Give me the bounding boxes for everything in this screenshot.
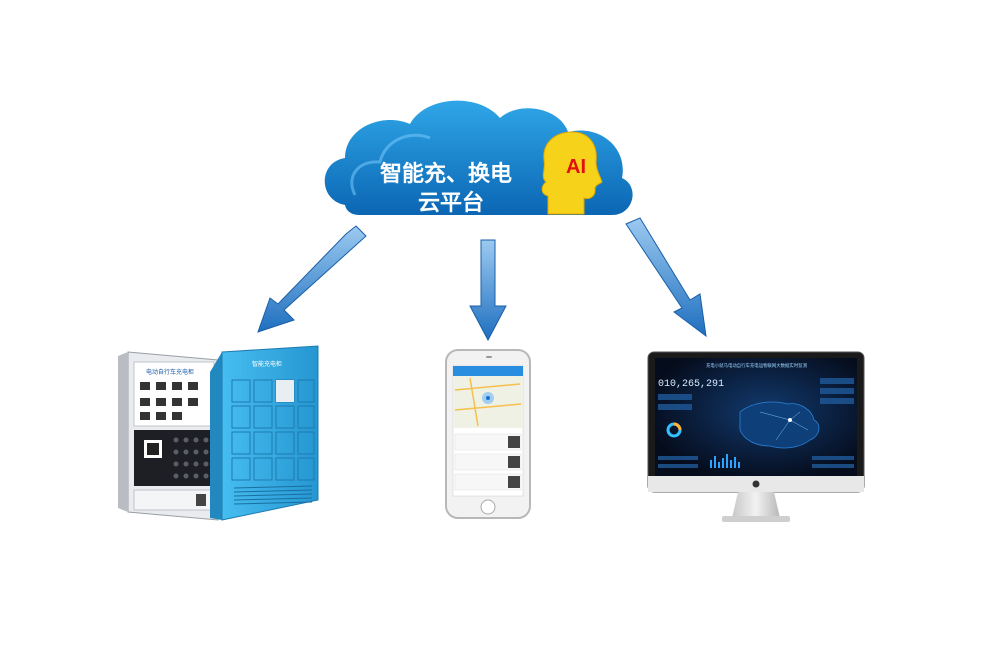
arrow-center <box>469 239 507 342</box>
blue-cabinet: 智能充电柜 <box>210 345 319 521</box>
cabinet-brand-label: 电动自行车充电柜 <box>146 368 194 376</box>
cloud-title-line1: 智能充、换电 <box>380 161 512 187</box>
cloud-highlight <box>350 133 431 196</box>
ai-head-icon <box>541 131 603 215</box>
vent-slots <box>233 485 313 505</box>
smartphone <box>445 349 531 519</box>
dashboard-bars <box>710 454 740 468</box>
station-list <box>454 433 522 491</box>
blue-cabinet-label: 智能充电柜 <box>252 360 282 368</box>
cloud-title-line2: 云平台 <box>418 190 484 216</box>
apple-logo-icon <box>752 480 760 488</box>
dashboard-title: 充电小就马电动自行车充电运物联网大数据实时监测 <box>706 362 808 369</box>
monitor-stand <box>732 492 780 518</box>
silver-cabinet: 电动自行车充电柜 <box>118 351 219 521</box>
ai-badge: AI <box>566 156 586 178</box>
dashboard-bottom-panels <box>658 456 854 468</box>
cloud-platform: AI 智能充、换电 云平台 <box>324 100 633 216</box>
dashboard-side-panels <box>658 378 854 410</box>
china-map <box>739 401 820 449</box>
locker-doors <box>231 379 315 481</box>
app-header <box>453 366 523 376</box>
monitor: 充电小就马电动自行车充电运物联网大数据实时监测 010,265,291 <box>647 351 865 522</box>
control-screen <box>276 380 294 402</box>
earpiece <box>486 356 492 358</box>
arrow-right <box>625 217 707 338</box>
home-button <box>480 499 496 515</box>
monitor-base <box>722 516 790 522</box>
socket-grid <box>173 437 209 479</box>
instruction-panels <box>140 382 198 420</box>
arrow-left <box>257 225 367 333</box>
dashboard-counter: 010,265,291 <box>658 379 724 390</box>
charging-cabinets: 电动自行车充电柜 智能充电柜 <box>118 345 319 521</box>
